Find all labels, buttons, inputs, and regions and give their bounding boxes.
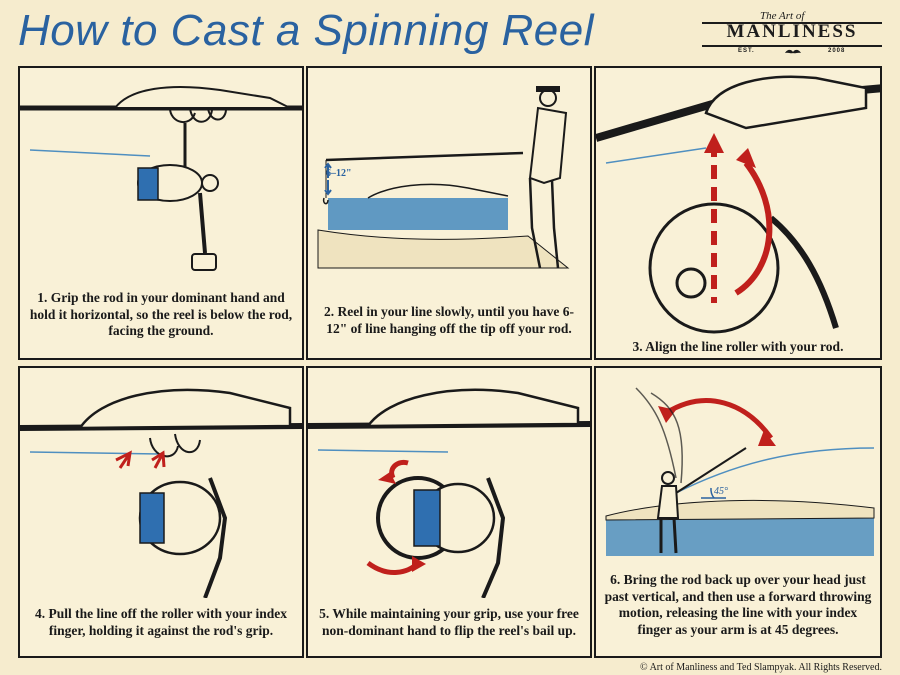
copyright-notice: © Art of Manliness and Ted Slampyak. All… bbox=[640, 662, 882, 673]
logo-est: EST. bbox=[738, 48, 755, 54]
panel-step-1: 1. Grip the rod in your dominant hand an… bbox=[18, 66, 304, 360]
step-6-caption: 6. Bring the rod back up over your head … bbox=[604, 572, 872, 637]
brand-logo: The Art of MANLINESS EST. 2008 bbox=[702, 10, 882, 60]
pull-line-illustration bbox=[20, 388, 302, 598]
step-1-caption: 1. Grip the rod in your dominant hand an… bbox=[29, 290, 293, 338]
logo-tagline: The Art of bbox=[760, 10, 805, 22]
step-4-caption: 4. Pull the line off the roller with you… bbox=[35, 606, 287, 638]
mustache-icon bbox=[785, 49, 801, 54]
logo-wordmark: MANLINESS bbox=[726, 21, 858, 42]
logo-rule-top bbox=[702, 22, 882, 24]
panel-step-6: 45° 6. Bring the rod back up over your h… bbox=[594, 366, 882, 658]
panel-step-4: 4. Pull the line off the roller with you… bbox=[18, 366, 304, 658]
reel-in-illustration bbox=[317, 86, 570, 269]
step-3-caption: 3. Align the line roller with your rod. bbox=[632, 339, 844, 354]
panel-step-2: 6–12" 2. Reel in your line slowly, until… bbox=[306, 66, 592, 360]
page-title: How to Cast a Spinning Reel bbox=[18, 6, 595, 55]
forward-cast-illustration bbox=[605, 387, 875, 556]
step-2-caption: 2. Reel in your line slowly, until you h… bbox=[324, 304, 574, 336]
align-roller-illustration bbox=[596, 75, 880, 334]
panel-step-3: 3. Align the line roller with your rod. bbox=[594, 66, 882, 360]
logo-year: 2008 bbox=[828, 48, 846, 54]
line-length-label: 6–12" bbox=[326, 168, 352, 179]
flip-bail-illustration bbox=[308, 388, 590, 598]
grip-rod-illustration bbox=[20, 86, 302, 271]
step-5-caption: 5. While maintaining your grip, use your… bbox=[319, 606, 579, 638]
angle-label: 45° bbox=[714, 486, 728, 497]
logo-rule-bottom bbox=[702, 45, 882, 47]
panel-step-5: 5. While maintaining your grip, use your… bbox=[306, 366, 592, 658]
